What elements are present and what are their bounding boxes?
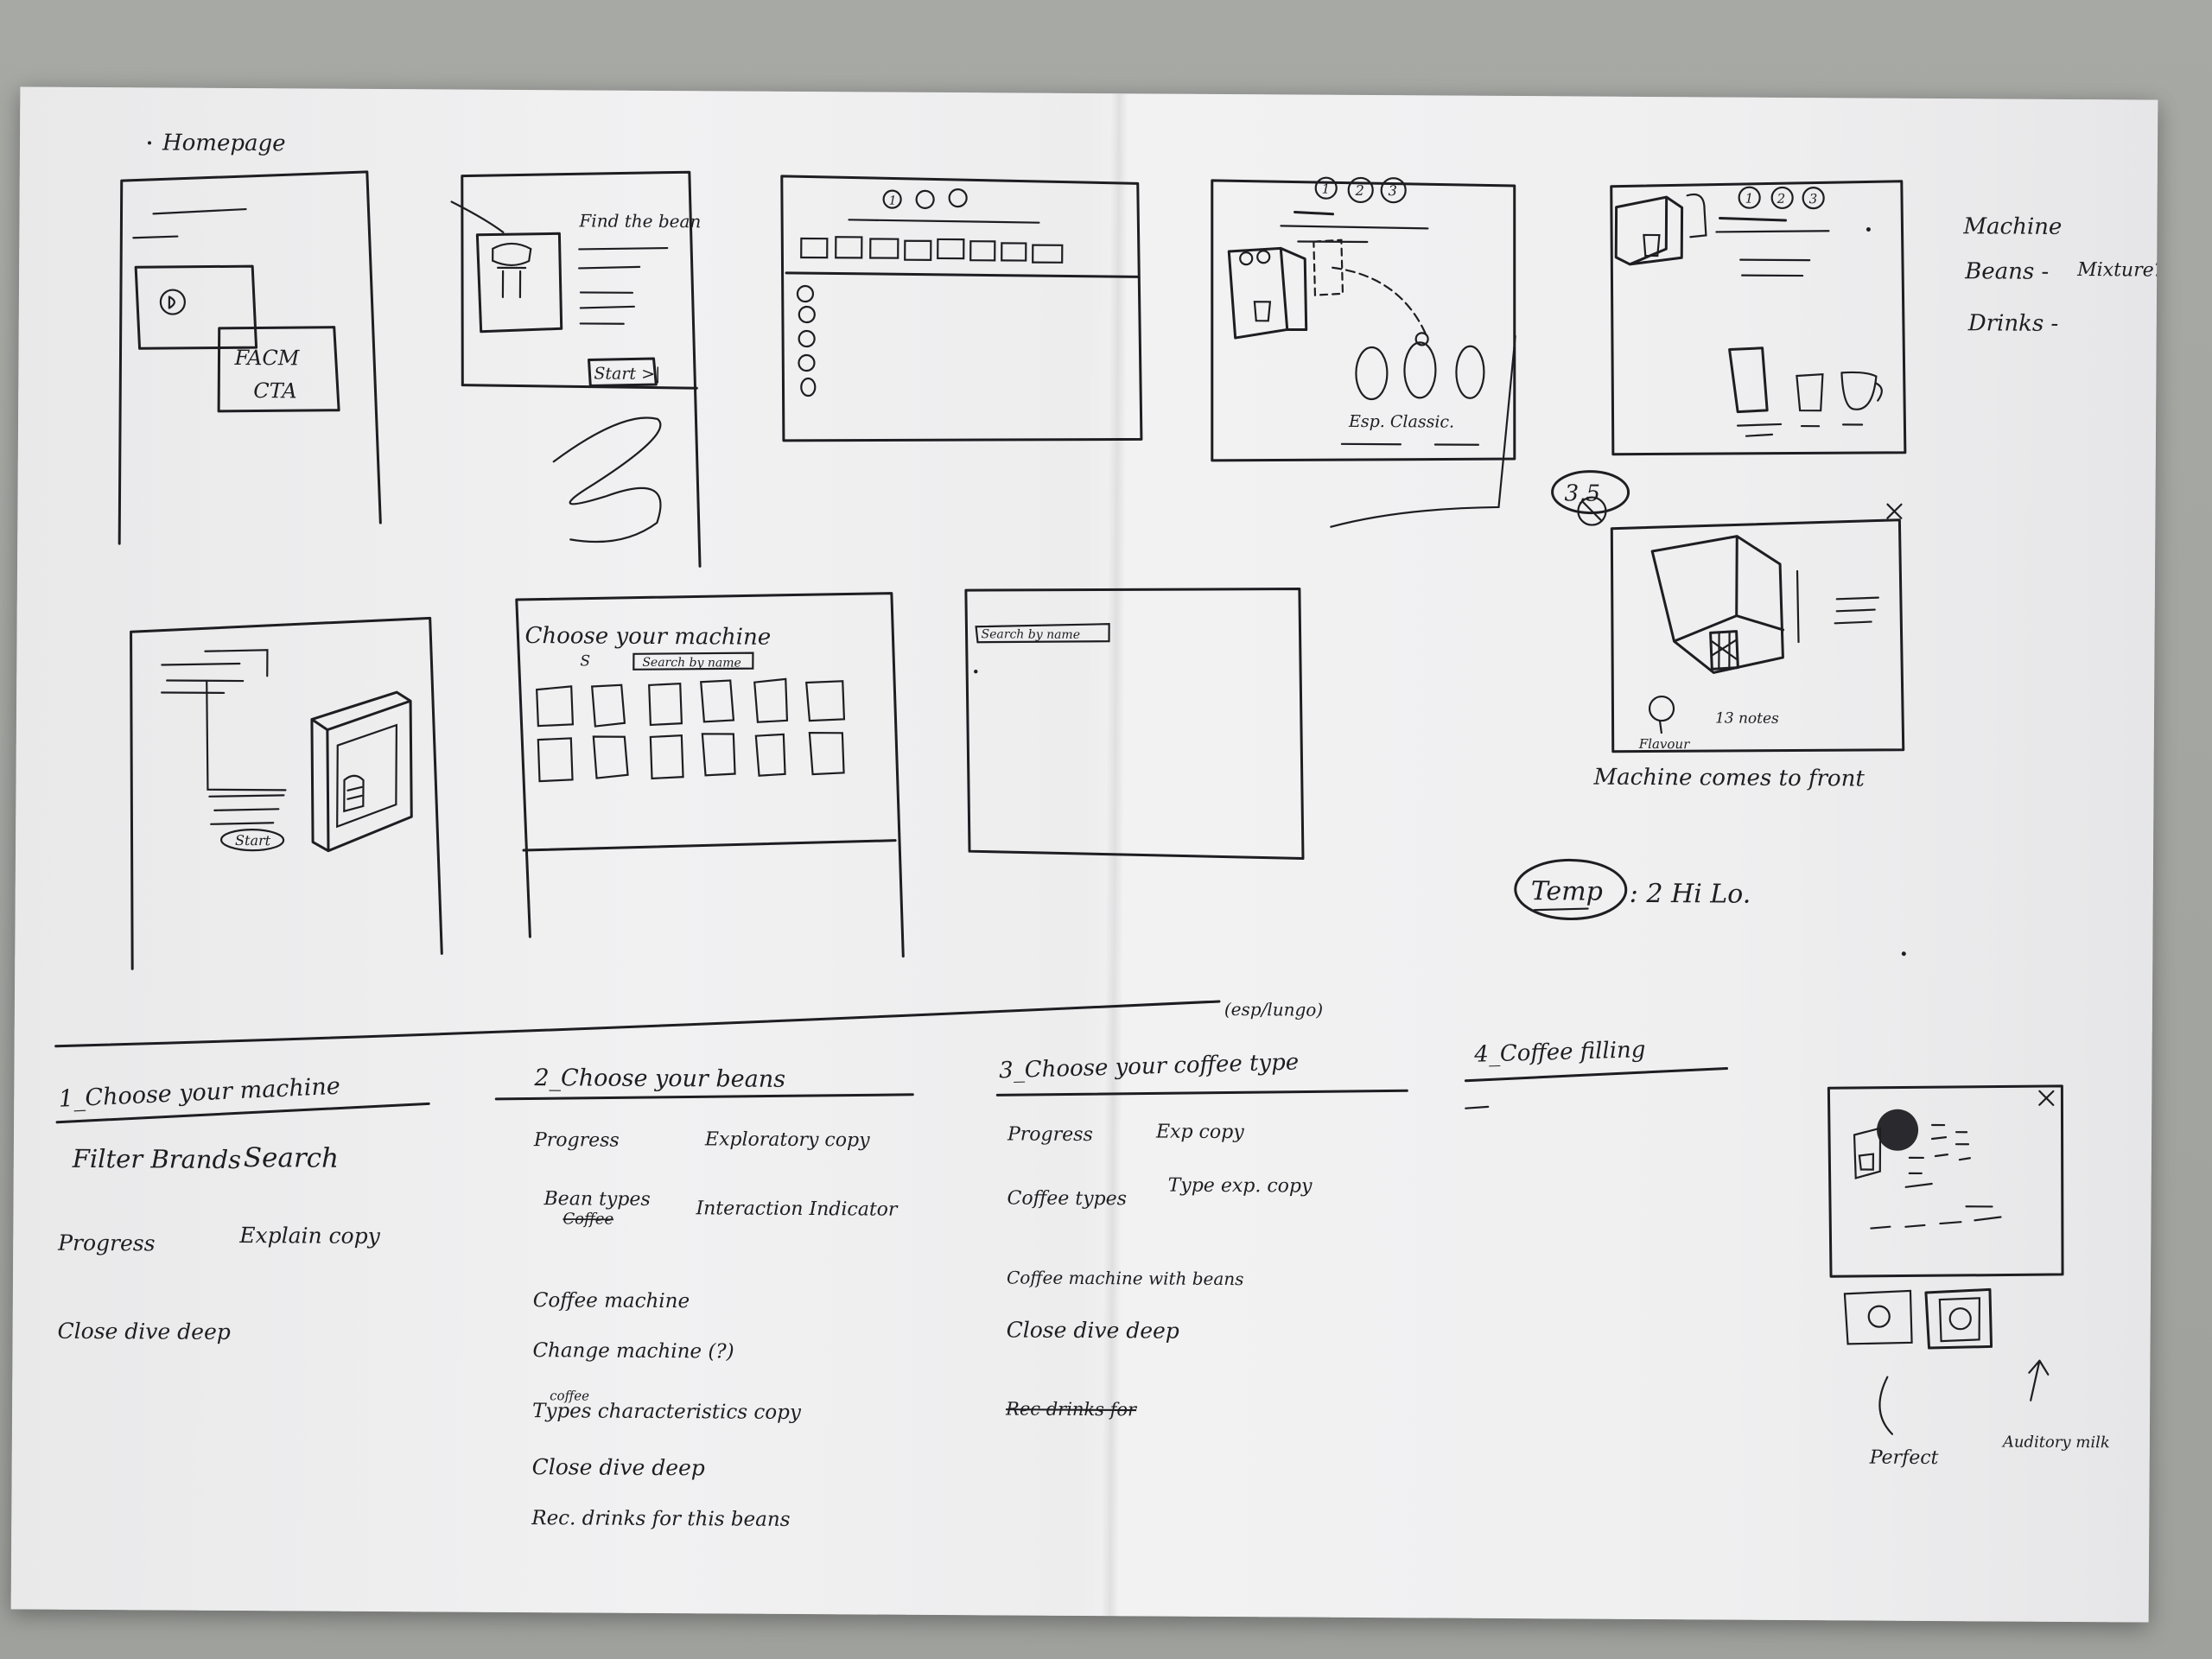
col1-item-filter: Filter Brands — [72, 1144, 241, 1174]
svg-text:1: 1 — [1322, 181, 1331, 197]
frame-machine-front: 3,5 Flavour 13 notes Machine comes to fr… — [1551, 470, 1905, 792]
column-2-heading: 2_Choose your beans — [533, 1065, 785, 1093]
col3-item-rec-struck: Rec drinks for — [1005, 1398, 1138, 1420]
corner-sketch: Perfect Auditory milk — [1827, 1084, 2110, 1469]
frame-choose-machine: Choose your machine S Search by name — [515, 592, 905, 958]
find-bean-label: Find the bean — [578, 210, 701, 232]
svg-text:1: 1 — [1745, 191, 1754, 207]
side-note-mixture: Mixture? — [2076, 259, 2158, 282]
flavour-label: Flavour — [1638, 736, 1690, 752]
coffee-type-labels: Esp. Classic. — [1348, 412, 1454, 432]
famc-label: FACM — [233, 346, 300, 370]
sketch-canvas: Homepage FACM CTA Find the bean Start >|… — [54, 130, 2158, 1531]
col2-item-rec-drinks: Rec. drinks for this beans — [531, 1507, 791, 1531]
svg-text:1: 1 — [889, 194, 897, 208]
choose-machine-s: S — [580, 652, 590, 670]
side-note-machine: Machine — [1962, 213, 2062, 240]
col1-item-explain: Explain copy — [238, 1223, 381, 1249]
side-note-drinks: Drinks - — [1967, 310, 2059, 337]
col2-item-change: Change machine (?) — [532, 1339, 734, 1363]
corner-label-auditory: Auditory milk — [2001, 1433, 2110, 1452]
start-small-label: Start — [235, 832, 271, 849]
frame-search: Search by name — [964, 588, 1305, 861]
side-notes: Machine Beans - Mixture? Drinks - — [1962, 213, 2158, 337]
machine-comes-front-caption: Machine comes to front — [1592, 765, 1865, 792]
col2-item-coffee-struck: Coffee — [563, 1210, 613, 1228]
start-button: Start >| — [594, 365, 660, 384]
col3-item-type-exp: Type exp. copy — [1168, 1175, 1313, 1198]
col2-item-interaction: Interaction Indicator — [695, 1198, 899, 1220]
col2-item-close: Close dive deep — [532, 1454, 705, 1480]
column-1: 1_Choose your machine Filter Brands Sear… — [55, 1073, 430, 1344]
column-4-heading: 4_Coffee filling — [1473, 1037, 1646, 1068]
col1-item-close: Close dive deep — [58, 1319, 231, 1344]
temp-value: : 2 Hi Lo. — [1630, 879, 1751, 910]
column-2: 2_Choose your beans Progress Exploratory… — [494, 1065, 914, 1531]
column-3: (esp/lungo) 3_Choose your coffee type Pr… — [995, 999, 1408, 1420]
frame-find-bean: Find the bean Start >| — [450, 170, 702, 568]
frame-homepage: Homepage FACM CTA — [118, 130, 382, 545]
col3-item-progress: Progress — [1007, 1123, 1093, 1146]
temp-label: Temp — [1531, 876, 1603, 907]
frame-beans-cups: 1 2 3 — [1610, 180, 1907, 456]
col3-item-exp-copy: Exp copy — [1155, 1122, 1244, 1144]
col1-item-progress: Progress — [57, 1230, 155, 1256]
cta-label: CTA — [253, 378, 297, 403]
svg-text:3: 3 — [1389, 182, 1397, 199]
col2-item-progress: Progress — [533, 1129, 620, 1152]
col2-item-machine: Coffee machine — [533, 1289, 690, 1313]
column-3-heading: 3_Choose your coffee type — [999, 1049, 1300, 1084]
col3-item-machine-beans: Coffee machine with beans — [1007, 1267, 1244, 1289]
svg-text:3: 3 — [1809, 191, 1818, 207]
corner-label-perfect: Perfect — [1869, 1447, 1939, 1469]
col3-item-coffee-types: Coffee types — [1007, 1187, 1127, 1210]
column-4: 4_Coffee filling — [1464, 1037, 1729, 1109]
temp-note: Temp : 2 Hi Lo. — [1514, 858, 1906, 957]
search-by-name-1: Search by name — [642, 656, 741, 671]
column-1-heading: 1_Choose your machine — [58, 1073, 340, 1113]
column-3-heading-note: (esp/lungo) — [1224, 999, 1323, 1020]
col2-item-characteristics: Types characteristics copy — [532, 1400, 802, 1424]
svg-text:2: 2 — [1355, 182, 1364, 199]
frame-machine-detail: Start — [130, 616, 443, 970]
search-by-name-2: Search by name — [982, 627, 1081, 642]
svg-text:2: 2 — [1777, 191, 1786, 207]
frame-progress-list: 1 — [780, 175, 1143, 442]
col2-item-coffee-small: coffee — [550, 1388, 589, 1403]
side-note-beans: Beans - — [1964, 258, 2049, 285]
badge-value: 3,5 — [1564, 480, 1600, 506]
paper-sheet: Homepage FACM CTA Find the bean Start >|… — [10, 86, 2158, 1623]
homepage-label: Homepage — [162, 130, 286, 156]
col2-item-bean-types: Bean types — [543, 1188, 650, 1211]
col1-item-search: Search — [244, 1142, 339, 1174]
frame-coffee-type: 1 2 3 Esp. Classic. — [1211, 176, 1516, 528]
col2-item-exploratory: Exploratory copy — [704, 1128, 870, 1151]
choose-machine-title: Choose your machine — [524, 623, 771, 651]
notes-label: 13 notes — [1715, 709, 1779, 727]
divider-line — [54, 1000, 1221, 1048]
col3-item-close: Close dive deep — [1007, 1317, 1179, 1343]
